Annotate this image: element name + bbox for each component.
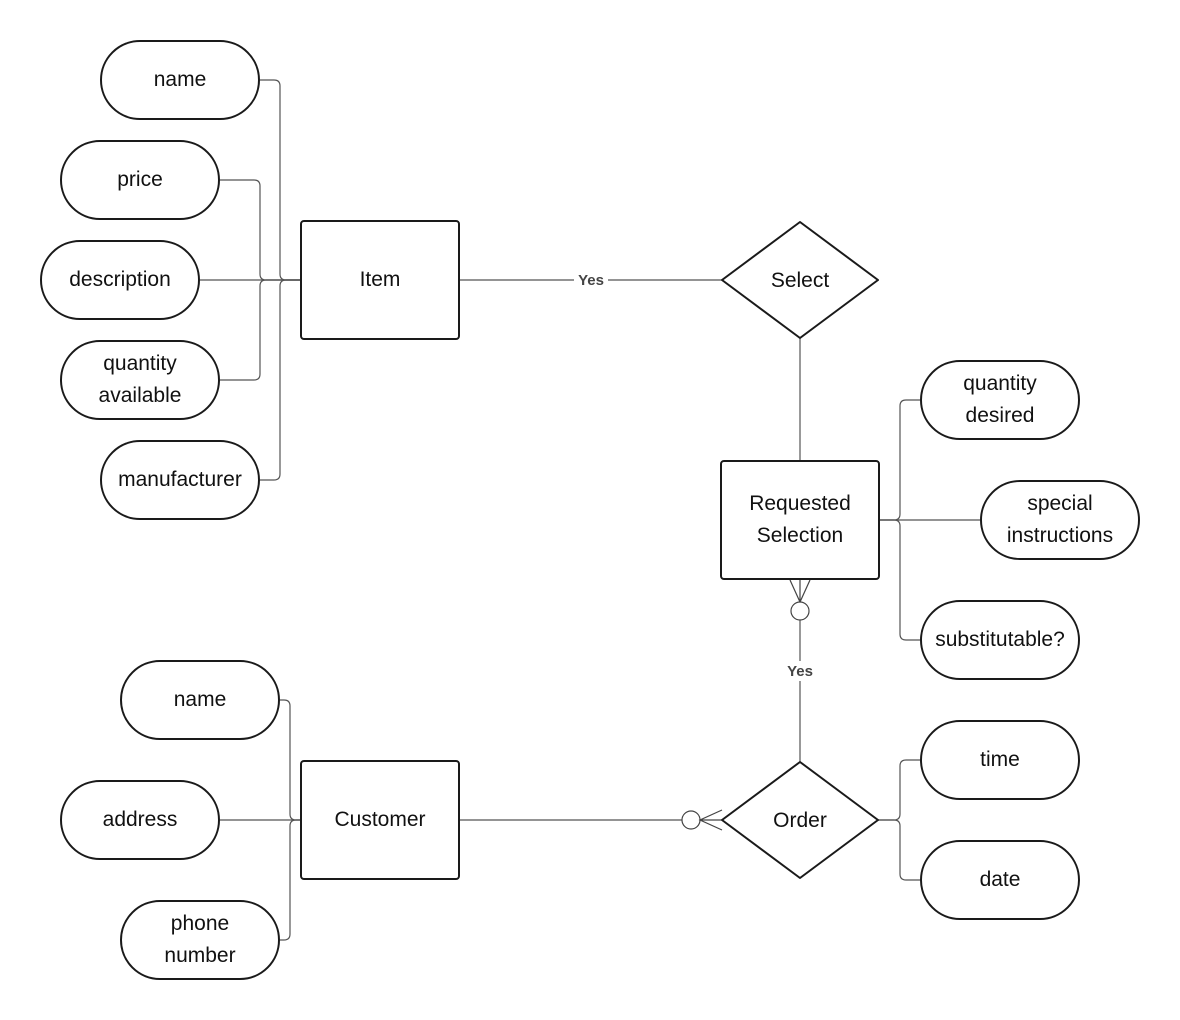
connector-item-name xyxy=(260,79,300,281)
order-diamond-shape xyxy=(721,761,879,879)
connector-item-quantity-available xyxy=(220,279,300,381)
attr-rs-substitutable[interactable]: substitutable? xyxy=(920,600,1080,680)
relationship-select-label: Select xyxy=(771,269,830,292)
connector-customer-phone xyxy=(280,819,300,941)
attr-rs-quantity-desired[interactable]: quantity desired xyxy=(920,360,1080,440)
attr-item-price[interactable]: price xyxy=(60,140,220,220)
edge-label-selection-order-text: Yes xyxy=(787,663,813,680)
relationship-order[interactable]: Order xyxy=(721,761,879,879)
attr-customer-phone-number[interactable]: phone number xyxy=(120,900,280,980)
connector-item-price xyxy=(220,179,300,281)
connector-rs-substitutable xyxy=(880,519,920,641)
relationship-select[interactable]: Select xyxy=(721,221,879,339)
attr-order-time[interactable]: time xyxy=(920,720,1080,800)
edge-label-item-select-text: Yes xyxy=(578,272,604,289)
optional-circle-customer-order xyxy=(681,810,701,830)
edge-label-item-select: Yes xyxy=(574,271,608,289)
entity-item[interactable]: Item xyxy=(300,220,460,340)
attr-order-date[interactable]: date xyxy=(920,840,1080,920)
attr-item-description[interactable]: description xyxy=(40,240,200,320)
attr-customer-name[interactable]: name xyxy=(120,660,280,740)
edge-label-selection-order: Yes xyxy=(782,661,818,681)
connector-order-time xyxy=(878,759,920,821)
crows-foot-many-requested-selection xyxy=(789,579,811,604)
attr-customer-address[interactable]: address xyxy=(60,780,220,860)
edge-label-selection-order-bg xyxy=(782,661,818,681)
entity-requested-selection[interactable]: Requested Selection xyxy=(720,460,880,580)
connector-customer-name xyxy=(280,699,300,821)
relationship-order-label: Order xyxy=(773,809,827,832)
edge-label-item-select-bg xyxy=(574,271,608,289)
crows-foot-many-order xyxy=(698,809,723,831)
connector-rs-quantity-desired xyxy=(880,399,920,521)
attr-item-manufacturer[interactable]: manufacturer xyxy=(100,440,260,520)
attr-item-name[interactable]: name xyxy=(100,40,260,120)
entity-customer[interactable]: Customer xyxy=(300,760,460,880)
select-diamond-shape xyxy=(721,221,879,339)
connector-order-date xyxy=(878,819,920,881)
attr-item-quantity-available[interactable]: quantity available xyxy=(60,340,220,420)
connector-item-manufacturer xyxy=(260,279,300,481)
optional-circle-requested-selection xyxy=(790,601,810,621)
attr-rs-special-instructions[interactable]: special instructions xyxy=(980,480,1140,560)
